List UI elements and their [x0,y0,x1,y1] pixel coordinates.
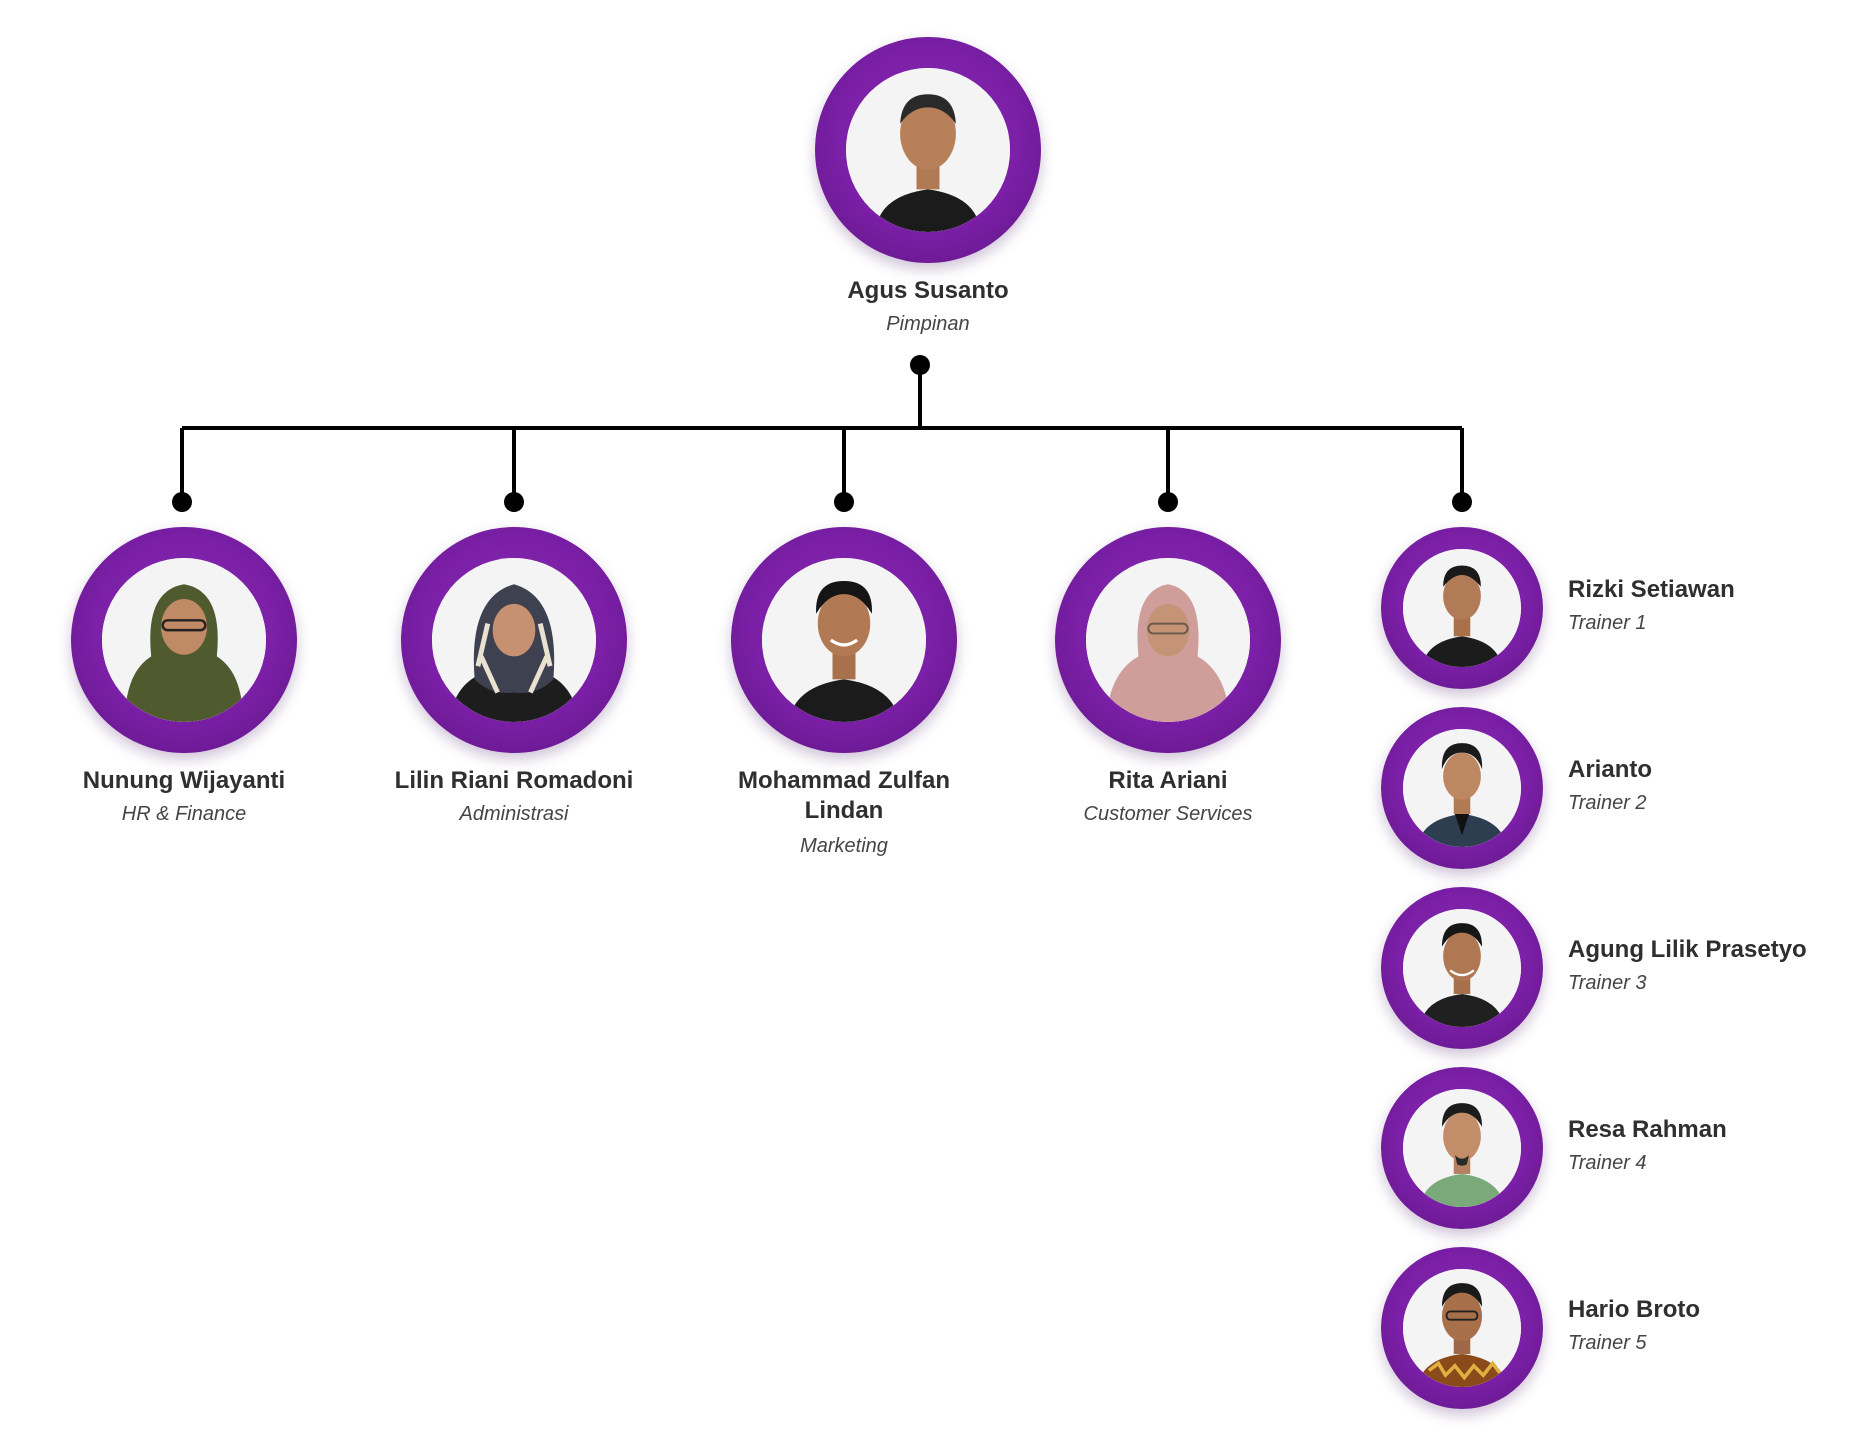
person-portrait-icon [432,558,596,722]
staff-role-2: Administrasi [459,803,569,825]
trainer-name-4: Resa Rahman [1568,1116,1727,1143]
trainer-photo-4 [1403,1089,1521,1207]
trainer-name-1: Rizki Setiawan [1568,576,1735,603]
staff-name-2: Lilin Riani Romadoni [394,767,634,794]
staff-avatar-1 [71,527,297,753]
person-portrait-icon [1403,549,1521,667]
person-portrait-icon [762,558,926,722]
trainer-photo-2 [1403,729,1521,847]
connector-dot-3 [834,492,854,512]
staff-photo-1 [102,558,266,722]
trainer-role-5: Trainer 5 [1568,1332,1647,1354]
leader-role: Pimpinan [886,313,970,335]
trainer-photo-1 [1403,549,1521,667]
staff-role-4: Customer Services [1083,803,1253,825]
leader-name: Agus Susanto [847,277,1009,304]
connector-dot-5 [1452,492,1472,512]
trainer-avatar-4 [1381,1067,1543,1229]
person-portrait-icon [1403,729,1521,847]
staff-photo-2 [432,558,596,722]
leader-photo [846,68,1010,232]
trainer-role-2: Trainer 2 [1568,792,1647,814]
person-portrait-icon [846,68,1010,232]
trainer-avatar-5 [1381,1247,1543,1409]
trainer-name-3: Agung Lilik Prasetyo [1568,936,1807,963]
staff-avatar-3 [731,527,957,753]
trainer-avatar-2 [1381,707,1543,869]
trainer-photo-5 [1403,1269,1521,1387]
connector-dot-4 [1158,492,1178,512]
staff-photo-4 [1086,558,1250,722]
staff-name-4: Rita Ariani [1108,767,1228,794]
staff-avatar-2 [401,527,627,753]
staff-name-1: Nunung Wijayanti [82,767,286,794]
trainer-name-2: Arianto [1568,756,1652,783]
trainer-role-1: Trainer 1 [1568,612,1647,634]
trainer-role-3: Trainer 3 [1568,972,1647,994]
trainer-avatar-1 [1381,527,1543,689]
person-portrait-icon [1403,1269,1521,1387]
person-portrait-icon [1086,558,1250,722]
trainer-name-5: Hario Broto [1568,1296,1700,1323]
staff-role-3: Marketing [800,835,888,857]
connector-dot-2 [504,492,524,512]
trainer-avatar-3 [1381,887,1543,1049]
trainer-role-4: Trainer 4 [1568,1152,1647,1174]
connector-dot-1 [172,492,192,512]
staff-name-3-line-1: Mohammad Zulfan [737,767,950,794]
staff-photo-3 [762,558,926,722]
person-portrait-icon [102,558,266,722]
staff-name-3-line-2: Lindan [804,797,884,824]
staff-avatar-4 [1055,527,1281,753]
staff-role-1: HR & Finance [121,803,247,825]
leader-avatar [815,37,1041,263]
person-portrait-icon [1403,1089,1521,1207]
trainer-photo-3 [1403,909,1521,1027]
connector-dot-leader [910,355,930,375]
person-portrait-icon [1403,909,1521,1027]
